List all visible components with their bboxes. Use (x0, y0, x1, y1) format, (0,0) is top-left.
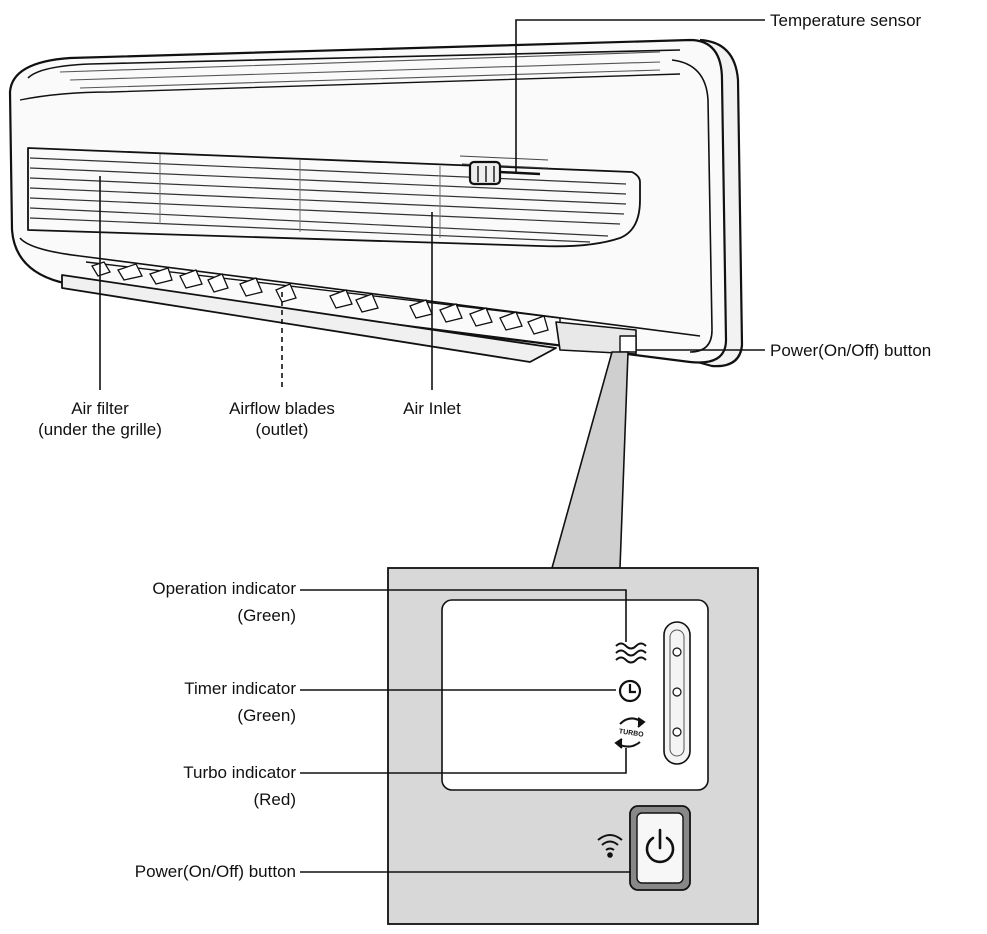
label-operation-indicator: Operation indicator (Green) (40, 578, 296, 626)
airflow-blades-text: Airflow blades (194, 398, 370, 419)
air-filter-subtext: (under the grille) (2, 419, 198, 440)
detail-panel (388, 568, 758, 924)
zoom-wedge (552, 352, 628, 568)
operation-indicator-color: (Green) (40, 605, 296, 626)
air-filter-text: Air filter (2, 398, 198, 419)
turbo-indicator-color: (Red) (40, 789, 296, 810)
label-power-button-bottom: Power(On/Off) button (40, 861, 296, 882)
label-power-button-top: Power(On/Off) button (770, 340, 931, 361)
label-air-inlet: Air Inlet (376, 398, 488, 419)
label-turbo-indicator: Turbo indicator (Red) (40, 762, 296, 810)
label-air-filter: Air filter (under the grille) (2, 398, 198, 440)
label-temperature-sensor: Temperature sensor (770, 10, 921, 31)
label-airflow-blades: Airflow blades (outlet) (194, 398, 370, 440)
turbo-indicator-text: Turbo indicator (40, 762, 296, 783)
airflow-blades-subtext: (outlet) (194, 419, 370, 440)
timer-indicator-color: (Green) (40, 705, 296, 726)
timer-indicator-text: Timer indicator (40, 678, 296, 699)
operation-indicator-text: Operation indicator (40, 578, 296, 599)
label-timer-indicator: Timer indicator (Green) (40, 678, 296, 726)
ac-unit (10, 40, 742, 366)
